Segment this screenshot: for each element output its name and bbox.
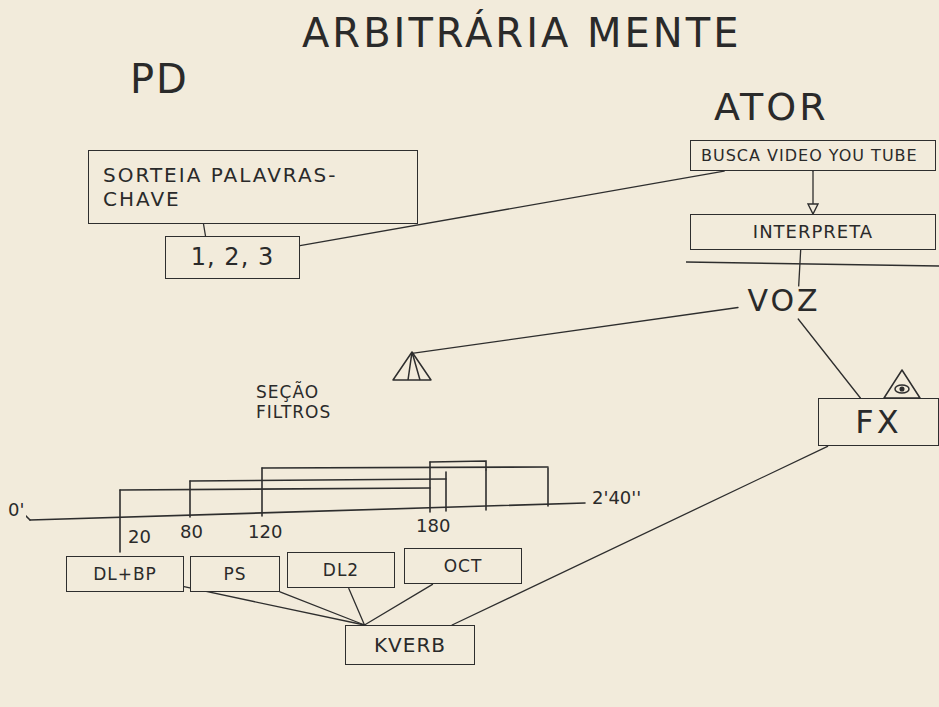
- node-text: PS: [195, 564, 275, 584]
- time-mark: 2'40'': [590, 488, 643, 509]
- connector-line: [365, 584, 433, 625]
- node-text: KVERB: [350, 633, 470, 657]
- fx-box: FX: [818, 398, 939, 446]
- filter-symbols: [393, 262, 939, 398]
- time-mark: 120: [246, 522, 284, 543]
- connector-line: [799, 250, 801, 286]
- node-text: SORTEIA PALAVRAS-CHAVE: [103, 163, 403, 211]
- connector-line: [452, 446, 827, 625]
- connector-arrow: [812, 171, 813, 214]
- connector-line: [798, 319, 860, 398]
- node-text: 1, 2, 3: [174, 243, 291, 272]
- node-text: DL+BP: [71, 564, 179, 584]
- number-box: 1, 2, 3: [165, 236, 300, 279]
- filter-node: SEÇÃO FILTROS: [250, 352, 430, 423]
- filter-triangle-lines: [408, 352, 420, 380]
- time-mark: 0': [6, 500, 26, 521]
- connector-line: [184, 587, 365, 625]
- tick-end-c: [547, 468, 549, 506]
- reverb-box: KVERB: [345, 625, 475, 665]
- tick-end-a: [445, 472, 447, 511]
- tick-120: [261, 468, 263, 516]
- time-mark: 180: [414, 516, 452, 537]
- node-text: BUSCA VIDEO YOU TUBE: [701, 146, 925, 165]
- tick-20: [119, 490, 121, 552]
- tick-80: [189, 481, 191, 517]
- bracket-c: [262, 467, 548, 468]
- search-box: BUSCA VIDEO YOU TUBE: [690, 140, 936, 171]
- effect-box: DL2: [287, 552, 395, 588]
- node-text: SEÇÃO FILTROS: [256, 382, 390, 423]
- underline-stroke: [686, 262, 939, 266]
- fx-eye-dot: [900, 387, 904, 391]
- sketch-title: ARBITRÁRIA MENTE: [300, 10, 743, 56]
- lane-heading: ATOR: [712, 86, 831, 130]
- timeline: [24, 461, 585, 552]
- connector-line: [412, 308, 738, 354]
- node-text: VOZ: [738, 283, 830, 319]
- bracket-b: [190, 479, 446, 481]
- fx-eye: [895, 385, 909, 393]
- filter-triangle: [393, 352, 431, 380]
- perform-box: INTERPRETA: [690, 214, 936, 250]
- bracket-d: [430, 461, 486, 470]
- voice-node: VOZ: [738, 283, 830, 319]
- effect-box: OCT: [404, 548, 522, 584]
- time-mark: 80: [178, 522, 205, 543]
- time-mark: 20: [126, 527, 153, 548]
- fx-triangle: [884, 370, 920, 398]
- effect-box: DL+BP: [66, 556, 184, 592]
- time-axis: [30, 503, 585, 520]
- lane-heading: PD: [128, 56, 191, 102]
- node-text: DL2: [292, 560, 390, 580]
- node-text: INTERPRETA: [699, 221, 927, 243]
- connector-line: [204, 224, 206, 236]
- node-text: OCT: [409, 556, 517, 576]
- node-text: FX: [825, 403, 932, 441]
- draw-box: SORTEIA PALAVRAS-CHAVE: [88, 150, 418, 224]
- connector-line: [349, 588, 365, 625]
- tick-end-b: [485, 470, 487, 510]
- bracket-a: [120, 488, 430, 490]
- tick-180: [429, 462, 431, 512]
- effect-box: PS: [190, 556, 280, 592]
